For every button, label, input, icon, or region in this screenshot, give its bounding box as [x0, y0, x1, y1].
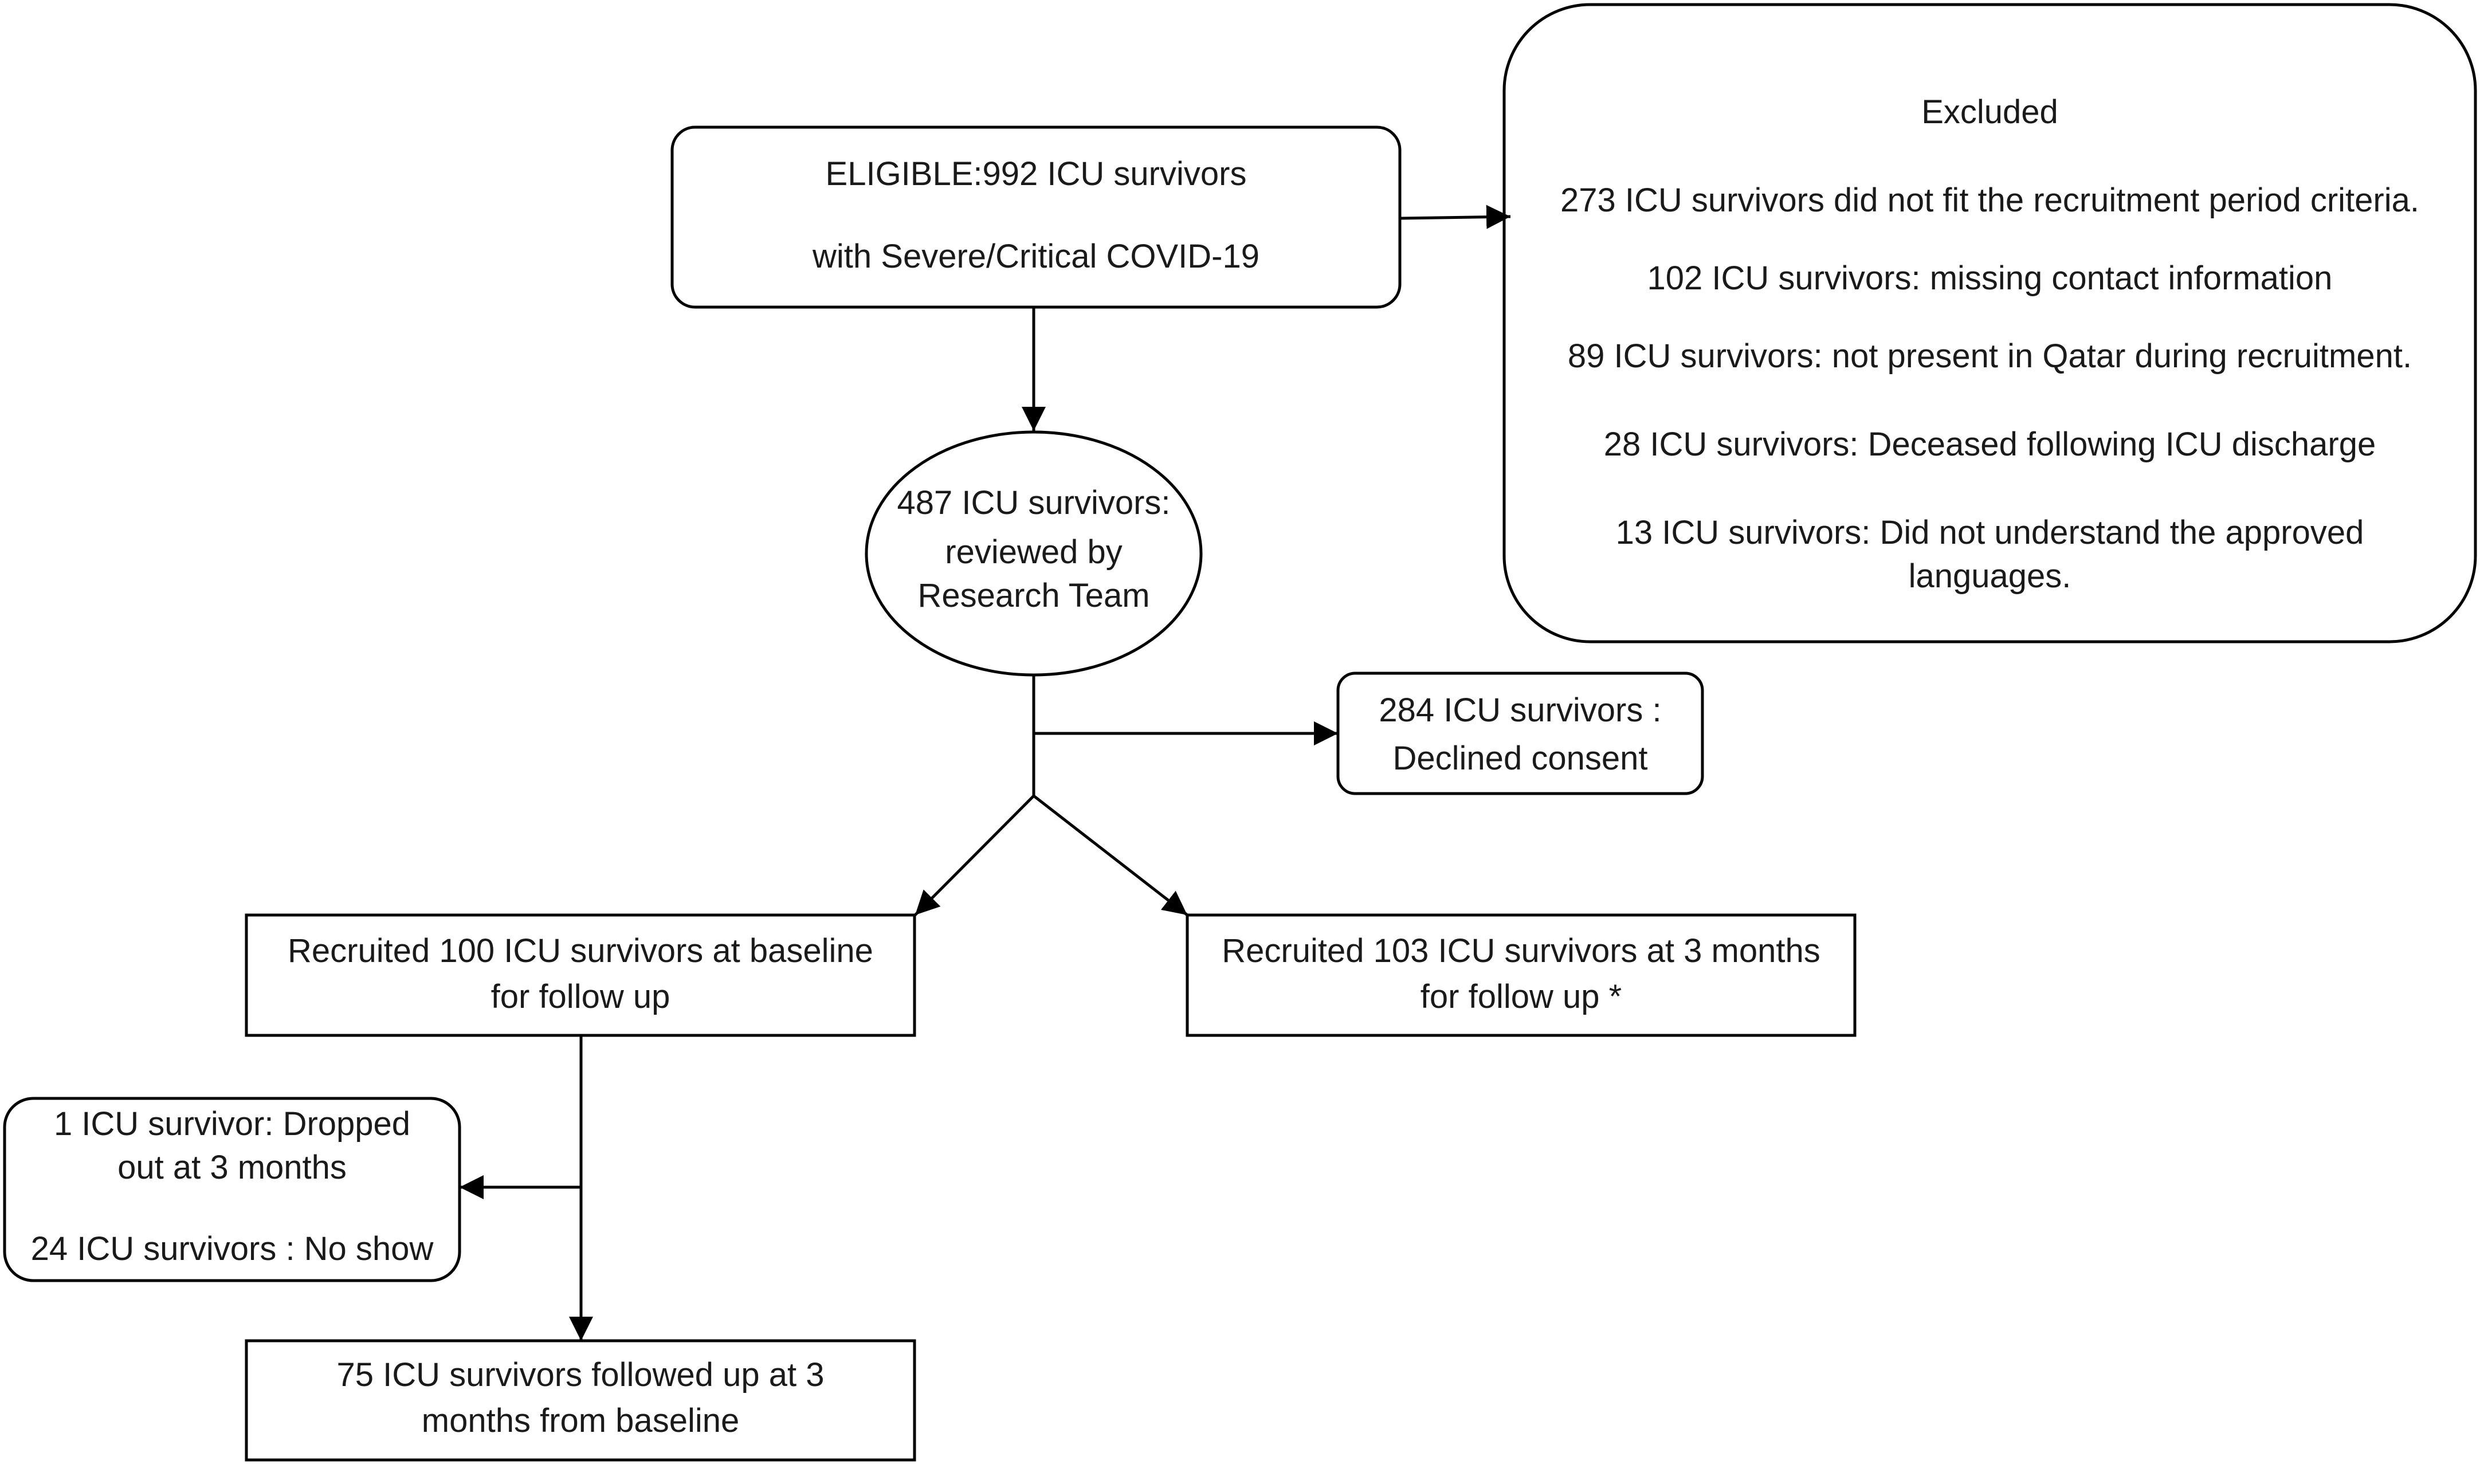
- declined-consent-label: Declined consent: [1392, 740, 1648, 777]
- excluded-reason-language: 13 ICU survivors: Did not understand the…: [1615, 514, 2364, 551]
- recruited-3months-label: Recruited 103 ICU survivors at 3 months: [1222, 932, 1820, 969]
- eligible-count-label: ELIGIBLE:992 ICU survivors: [825, 155, 1247, 193]
- excluded-reason-deceased: 28 ICU survivors: Deceased following ICU…: [1603, 426, 2376, 463]
- no-show-label: 24 ICU survivors : No show: [30, 1230, 434, 1267]
- recruited-3months-followup-label: for follow up *: [1420, 978, 1622, 1015]
- followed-up-baseline-label: months from baseline: [421, 1402, 740, 1439]
- excluded-reason-not-in-qatar: 89 ICU survivors: not present in Qatar d…: [1567, 337, 2412, 375]
- research-team-label: Research Team: [917, 577, 1150, 614]
- eligible-criteria-label: with Severe/Critical COVID-19: [813, 238, 1259, 275]
- recruited-baseline-box: [245, 913, 916, 1037]
- excluded-title: Excluded: [1921, 93, 2058, 131]
- reviewed-by-label: reviewed by: [945, 533, 1123, 571]
- followed-up-label: 75 ICU survivors followed up at 3: [336, 1356, 825, 1393]
- excluded-box: [1502, 3, 2477, 643]
- dropout-label: 1 ICU survivor: Dropped: [53, 1105, 411, 1143]
- reviewed-count-label: 487 ICU survivors:: [897, 484, 1171, 521]
- followed-up-box: [245, 1339, 916, 1462]
- dropout-label-cont: out at 3 months: [117, 1149, 347, 1186]
- declined-count-label: 284 ICU survivors :: [1379, 692, 1662, 729]
- excluded-reason-language-cont: languages.: [1908, 558, 2071, 595]
- connector-eligible-to-excluded: [1399, 205, 1511, 229]
- recruited-3months-box: [1186, 913, 1857, 1037]
- recruited-baseline-followup-label: for follow up: [490, 978, 670, 1015]
- excluded-reason-recruitment-period: 273 ICU survivors did not fit the recrui…: [1560, 182, 2419, 219]
- connector-to-recruited-baseline: [914, 795, 1035, 916]
- excluded-reason-missing-contact: 102 ICU survivors: missing contact infor…: [1647, 260, 2333, 297]
- recruited-baseline-label: Recruited 100 ICU survivors at baseline: [288, 932, 873, 969]
- connector-to-recruited-3months: [1033, 795, 1188, 916]
